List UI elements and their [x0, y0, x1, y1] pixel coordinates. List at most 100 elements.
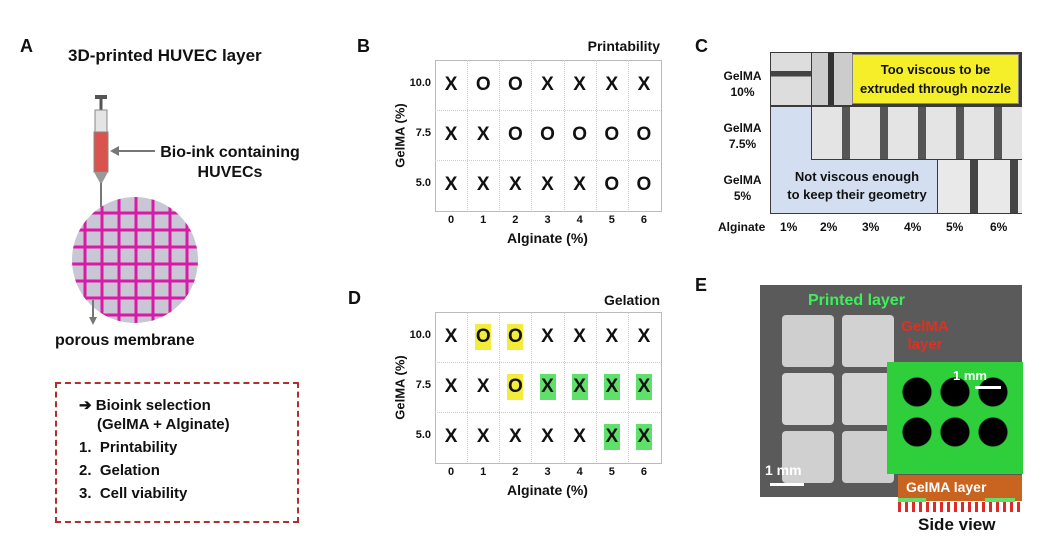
cell-highlight — [571, 374, 588, 400]
cell-mark: O — [475, 74, 491, 95]
x-tick-label: 3 — [544, 466, 551, 478]
cell-mark: X — [509, 174, 522, 195]
chart-d-grid — [435, 312, 662, 464]
gridline — [563, 60, 565, 210]
cell-mark: O — [507, 124, 523, 145]
cell-mark: X — [541, 74, 554, 95]
selection-item: 1. Printability — [79, 439, 178, 456]
pore-square — [782, 315, 834, 367]
cell-mark: X — [444, 376, 458, 397]
gridline — [435, 110, 660, 111]
x-tick-label: 5 — [608, 466, 615, 478]
cell-mark: X — [509, 426, 522, 447]
cell-highlight — [635, 374, 652, 400]
gridline — [531, 60, 533, 210]
y-tick-label: 7.5 — [415, 127, 431, 139]
cell-mark: X — [605, 426, 619, 447]
col-label-1: 1% — [780, 220, 798, 234]
chart-d-xlabel: Alginate (%) — [507, 482, 588, 498]
gridline — [499, 312, 501, 462]
pore-square — [842, 315, 894, 367]
cell-mark: X — [605, 326, 619, 347]
chart-d-title: Gelation — [603, 292, 660, 308]
cell-mark: X — [444, 426, 458, 447]
scale-bar-label-main: 1 mm — [765, 462, 802, 478]
gridline — [595, 60, 597, 210]
gridline — [531, 312, 533, 462]
x-tick-label: 6 — [640, 466, 647, 478]
pore-square — [782, 431, 834, 483]
chart-b-xlabel: Alginate (%) — [507, 230, 588, 246]
x-tick-label: 4 — [576, 466, 583, 478]
bioink-selection-box: ➔ Bioink selection (GelMA + Alginate) 1.… — [55, 382, 299, 523]
cell-mark: X — [605, 376, 619, 397]
cell-mark: X — [444, 326, 458, 347]
cell-highlight — [475, 324, 492, 350]
scale-bar-main — [770, 483, 804, 486]
row-label-gelma-7-5: GelMA 7.5% — [723, 121, 762, 151]
row-label-gelma-10: GelMA 10% — [723, 69, 762, 99]
cell-mark: O — [636, 174, 652, 195]
col-label-5: 5% — [946, 220, 964, 234]
gridline — [499, 60, 501, 210]
bioink-label: Bio-ink containing HUVECs — [160, 144, 300, 181]
cell-mark: X — [541, 376, 554, 397]
x-tick-label: 5 — [608, 214, 615, 226]
pore-square — [842, 373, 894, 425]
bioink-arrow — [110, 146, 155, 156]
cell-mark: X — [605, 74, 619, 95]
cell-mark: O — [572, 124, 588, 145]
panel-c-label: C — [695, 36, 708, 56]
cell-mark: X — [573, 376, 586, 397]
y-tick-label: 10.0 — [409, 77, 431, 89]
micrograph-grid: Too viscous to be extruded through nozzl… — [770, 52, 1022, 214]
cell-highlight — [507, 374, 524, 400]
cell-highlight — [603, 374, 620, 400]
side-view-green-right — [985, 498, 1015, 502]
x-tick-label: 6 — [640, 214, 647, 226]
x-tick-label: 1 — [480, 466, 487, 478]
fluorescence-inset: 1 mm — [887, 362, 1023, 474]
panel-b-label: B — [357, 36, 370, 56]
x-tick-label: 2 — [512, 466, 519, 478]
y-tick-label: 10.0 — [409, 329, 431, 341]
x-tick-label: 1 — [480, 214, 487, 226]
cell-mark: X — [573, 426, 586, 447]
selection-subheading: (GelMA + Alginate) — [97, 416, 230, 433]
panel-d-label: D — [348, 288, 361, 308]
cell-mark: O — [507, 74, 523, 95]
side-view-membrane — [898, 502, 1022, 512]
cell-mark: X — [637, 74, 651, 95]
micrograph-cell — [938, 160, 1022, 213]
scale-bar-label-inset: 1 mm — [953, 368, 987, 383]
y-tick-label: 5.0 — [415, 429, 431, 441]
cell-mark: X — [476, 174, 490, 195]
panel-a-label: A — [20, 36, 33, 56]
cell-mark: X — [637, 376, 651, 397]
pore-square — [782, 373, 834, 425]
gelma-layer-label: GelMA layer — [906, 479, 987, 495]
cell-mark: X — [573, 326, 586, 347]
cell-mark: O — [604, 174, 620, 195]
fluorescence-pattern — [887, 362, 1023, 474]
selection-heading: ➔ Bioink selection — [79, 397, 211, 414]
y-tick-label: 7.5 — [415, 379, 431, 391]
gridline — [467, 60, 469, 210]
pore-square — [842, 431, 894, 483]
y-tick-label: 5.0 — [415, 177, 431, 189]
cell-mark: X — [444, 74, 458, 95]
cell-mark: X — [476, 376, 490, 397]
gridline — [435, 412, 660, 413]
chart-b-grid — [435, 60, 662, 212]
col-label-alginate: Alginate — [718, 220, 766, 234]
x-tick-label: 4 — [576, 214, 583, 226]
panel-a-title: 3D-printed HUVEC layer — [68, 46, 262, 65]
not-viscous-region — [771, 160, 937, 213]
cell-mark: X — [476, 426, 490, 447]
cell-mark: O — [540, 124, 555, 145]
cell-mark: X — [637, 326, 651, 347]
col-label-2: 2% — [820, 220, 838, 234]
col-label-3: 3% — [862, 220, 880, 234]
row-label-gelma-5: GelMA 5% — [723, 173, 762, 203]
cell-mark: X — [444, 174, 458, 195]
